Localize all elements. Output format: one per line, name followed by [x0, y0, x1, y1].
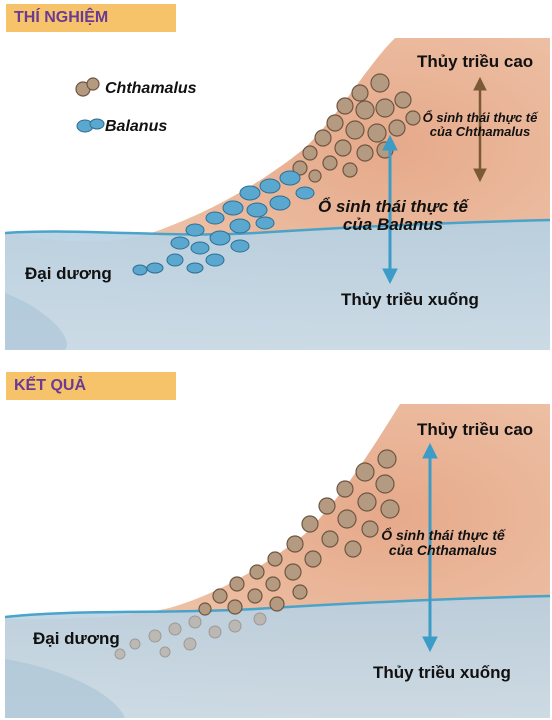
- legend-chthamalus-icon: [75, 77, 100, 97]
- result-banner-text: KẾT QUẢ: [14, 377, 86, 394]
- balanus-range-arrow: [382, 134, 398, 285]
- underwater-rock: [5, 659, 125, 718]
- experiment-scene: [5, 38, 550, 350]
- chthamalus-cluster: [198, 449, 400, 616]
- result-panel: Thủy triều cao Ổ sinh thái thực tế của C…: [5, 404, 550, 718]
- chthamalus-niche-label: Ổ sinh thái thực tế của Chthamalus: [381, 527, 505, 558]
- legend-chthamalus-label: Chthamalus: [105, 80, 197, 97]
- balanus-niche-label: Ổ sinh thái thực tế của Balanus: [317, 197, 469, 234]
- high-tide-label: Thủy triều cao: [417, 420, 534, 439]
- chthamalus-cluster: [292, 73, 421, 183]
- low-tide-label: Thủy triều xuống: [373, 663, 511, 682]
- ocean-water: [5, 220, 550, 350]
- legend-balanus-icon: [76, 118, 105, 133]
- experiment-banner: THÍ NGHIỆM: [6, 4, 176, 32]
- ocean-water: [5, 596, 550, 718]
- balanus-cluster: [132, 170, 315, 276]
- chthamalus-niche-label: Ổ sinh thái thực tế của Chthamalus: [422, 110, 538, 139]
- result-scene: [5, 404, 550, 718]
- chthamalus-range-arrow: [473, 76, 487, 183]
- experiment-panel: Chthamalus Balanus Thủy triều cao Ổ sinh…: [5, 38, 550, 350]
- chthamalus-range-arrow: [422, 442, 438, 653]
- ocean-label: Đại dương: [33, 629, 120, 648]
- waterline: [5, 594, 550, 619]
- underwater-rock: [5, 293, 67, 350]
- result-banner: KẾT QUẢ: [6, 372, 176, 400]
- low-tide-label: Thủy triều xuống: [341, 290, 479, 309]
- experiment-banner-text: THÍ NGHIỆM: [14, 9, 109, 26]
- ocean-label: Đại dương: [25, 264, 112, 283]
- legend-balanus-label: Balanus: [105, 118, 168, 135]
- waterline: [5, 218, 550, 236]
- submerged-chthamalus: [114, 612, 267, 660]
- high-tide-label: Thủy triều cao: [417, 52, 534, 71]
